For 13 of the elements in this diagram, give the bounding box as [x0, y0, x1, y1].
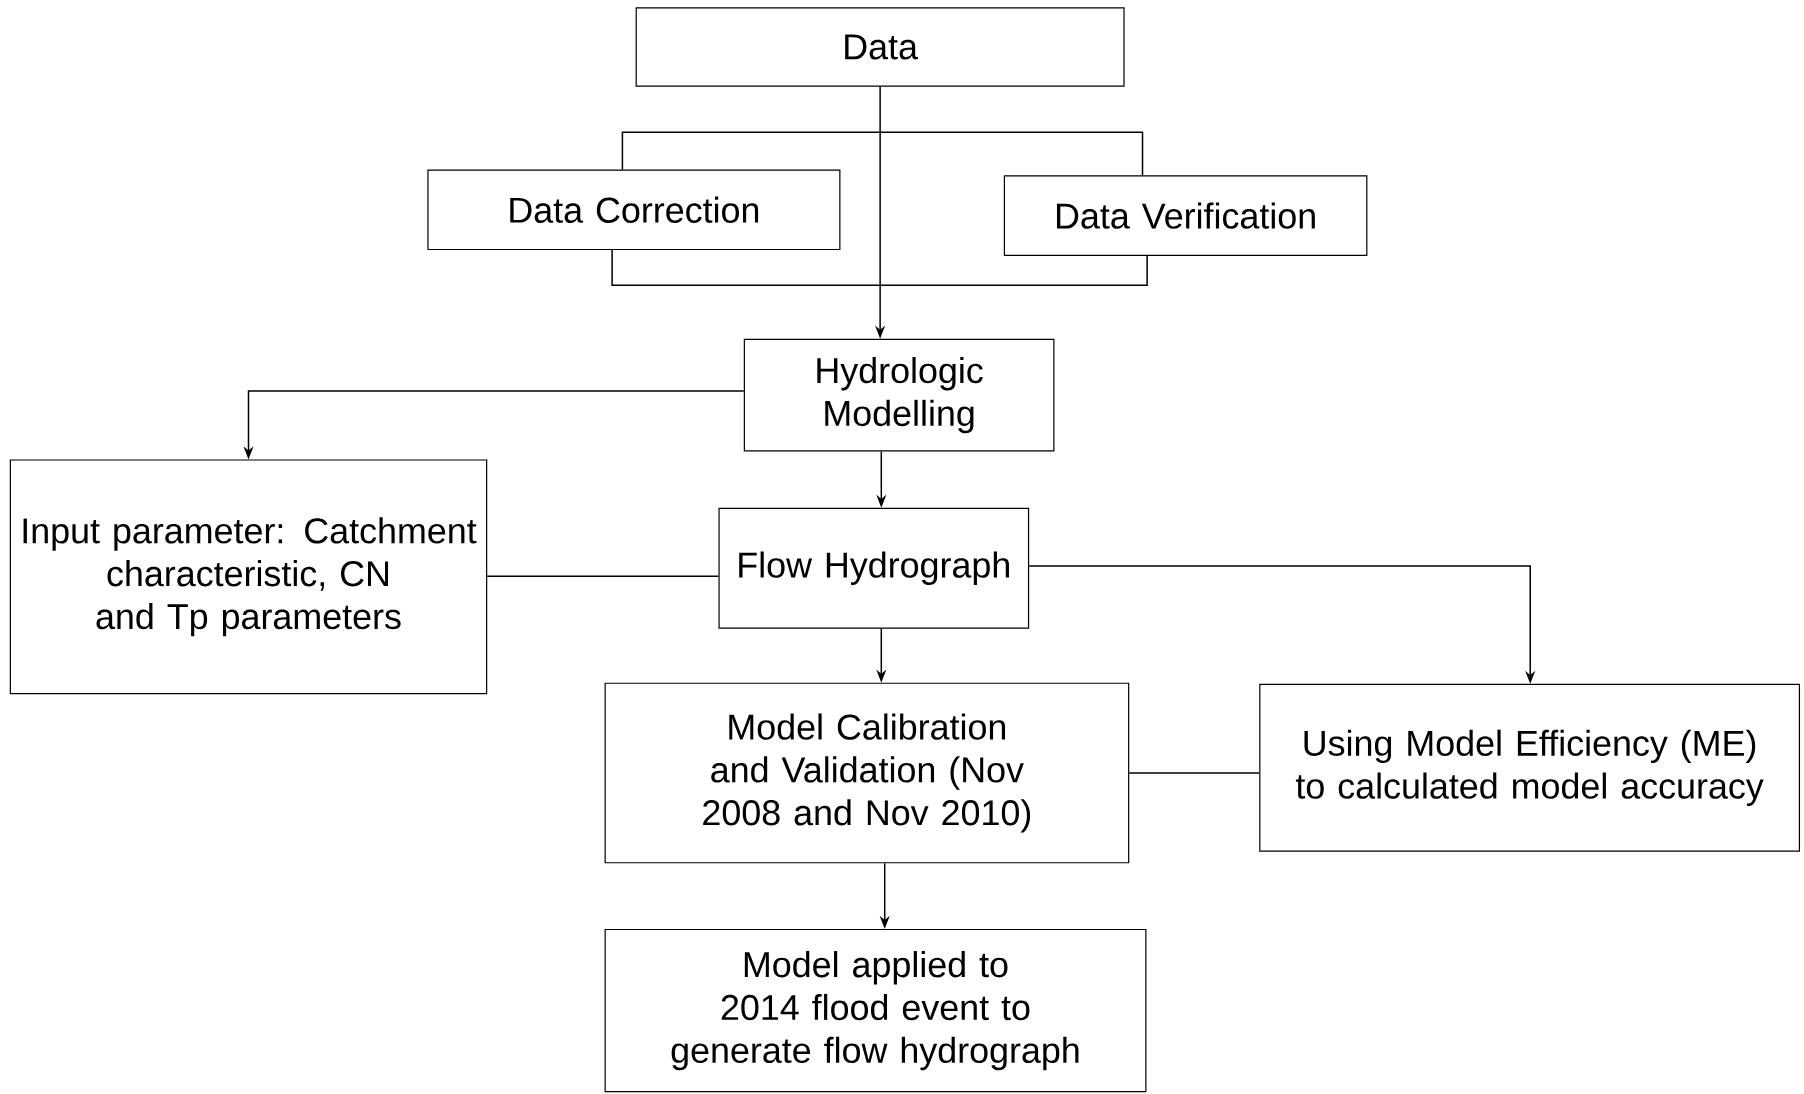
process-box: Data [635, 7, 1125, 87]
process-box: Model applied to 2014 flood event to generate flow hydrograph [604, 928, 1147, 1093]
connector-line [486, 575, 720, 578]
connector-line [1128, 772, 1260, 774]
process-box: Model Calibration and Validation (Nov 2008 and Nov 2010) [604, 682, 1130, 864]
connector-line [611, 249, 1148, 286]
process-box: Data Verification [1003, 175, 1368, 256]
process-box: Using Model Efficiency (ME) to calculated model accuracy [1259, 683, 1800, 852]
process-box: Flow Hydrograph [718, 507, 1030, 629]
process-box: Input parameter: Catchment characteristic, CN and Tp parameters [9, 459, 488, 695]
process-box: Hydrologic Modelling [743, 338, 1055, 452]
connector-line [621, 131, 1144, 177]
process-box: Data Correction [427, 169, 841, 251]
